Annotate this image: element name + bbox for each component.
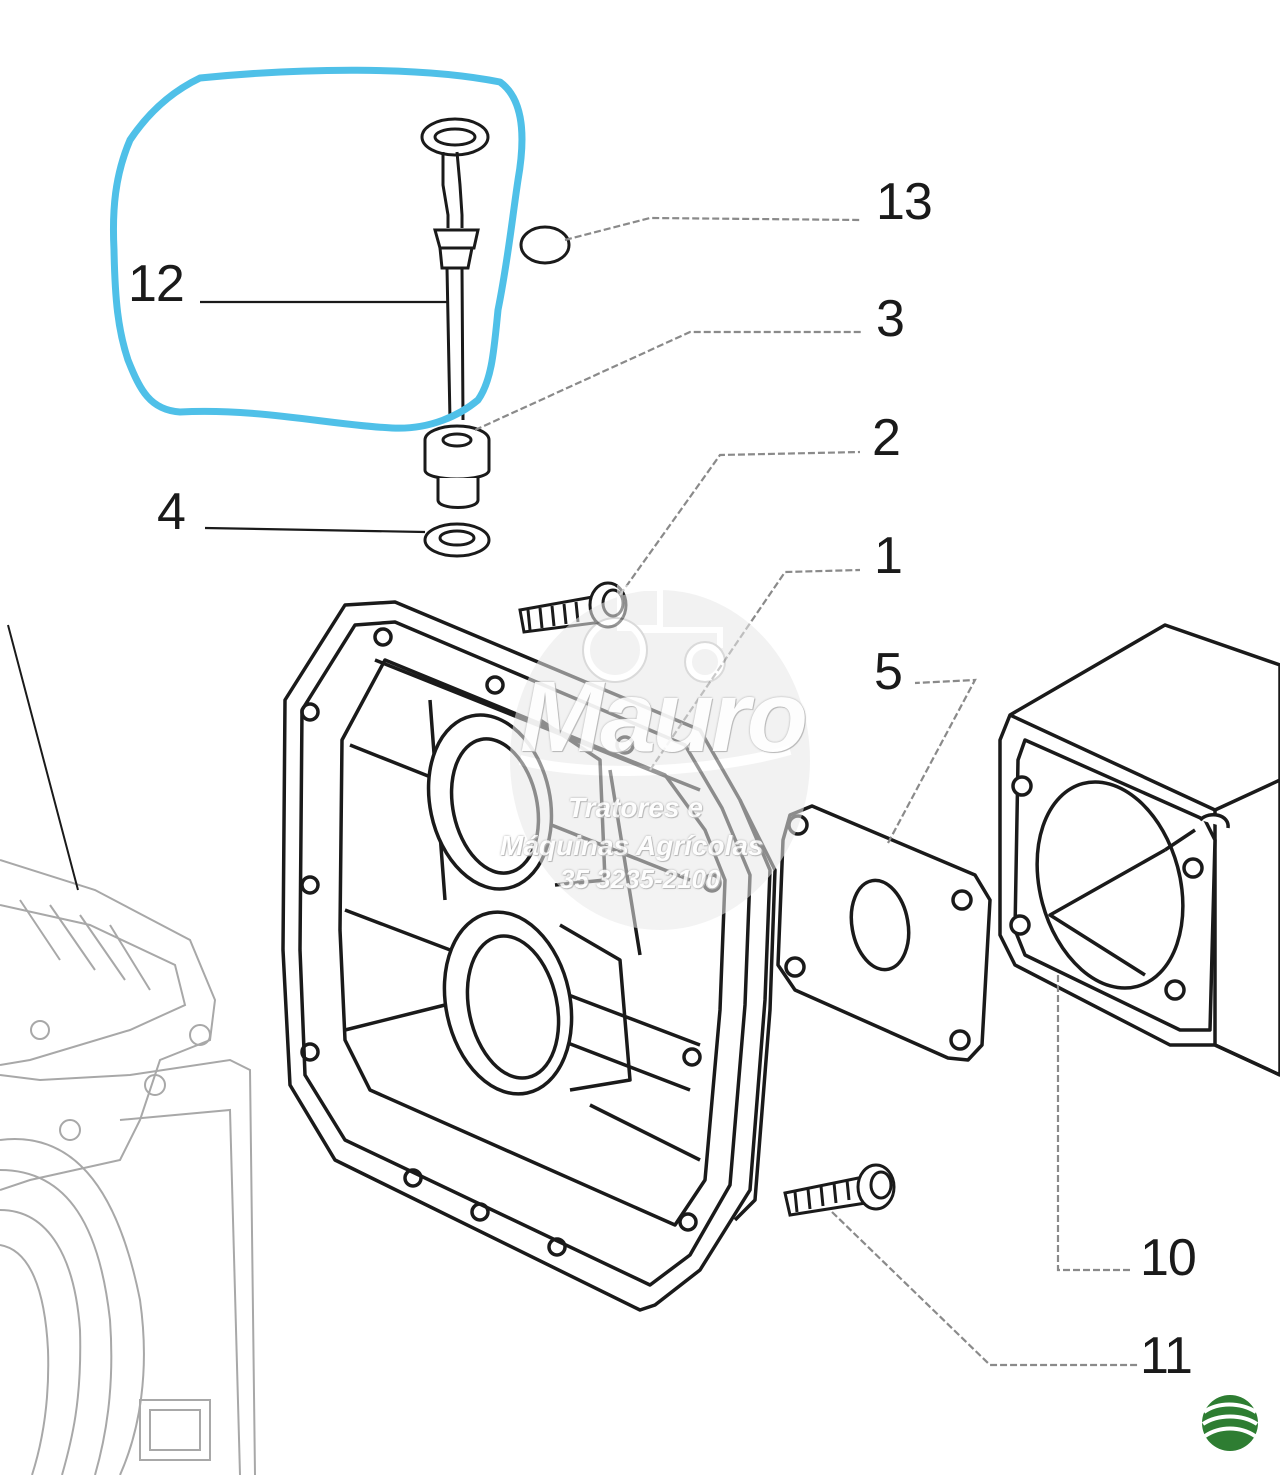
part-3-plug-adapter (423, 424, 491, 509)
leader-lines-solid (200, 300, 447, 534)
watermark-logo (510, 585, 810, 930)
callout-1: 1 (874, 527, 903, 585)
leader-2 (619, 450, 861, 596)
leader-lines (474, 216, 1140, 1367)
part-4-washer (423, 522, 491, 558)
wave-globe-icon (1201, 1395, 1259, 1451)
leader-11 (831, 1211, 1140, 1367)
part-5-gasket (776, 804, 992, 1062)
leader-13 (564, 216, 863, 242)
callout-11: 11 (1140, 1327, 1193, 1385)
leader-10 (1056, 975, 1130, 1272)
highlight-outline (109, 66, 526, 432)
background-transmission-housing (0, 859, 256, 1475)
leader-5 (887, 678, 977, 844)
watermark-phone: 35 3235-2100 (560, 864, 721, 894)
callout-2: 2 (872, 409, 901, 467)
part-12-dipstick (420, 117, 490, 421)
watermark-tagline-2: Máquinas Agrícolas (500, 830, 764, 861)
watermark-brand: Mauro (520, 661, 808, 773)
leader-line-left (7, 624, 79, 891)
callout-12: 12 (128, 255, 185, 313)
leader-3 (474, 330, 862, 432)
part-13-o-ring (519, 225, 571, 265)
tractor-icon (584, 585, 724, 681)
callout-5: 5 (874, 643, 903, 701)
callout-3: 3 (876, 290, 905, 348)
callout-4: 4 (157, 483, 186, 541)
callout-10: 10 (1140, 1229, 1197, 1287)
leader-4 (204, 526, 426, 534)
part-11-bolt (783, 1163, 896, 1217)
callout-13: 13 (876, 173, 933, 231)
part-10-housing-block (998, 623, 1280, 1077)
watermark-tagline-1: Tratores e (568, 792, 703, 823)
